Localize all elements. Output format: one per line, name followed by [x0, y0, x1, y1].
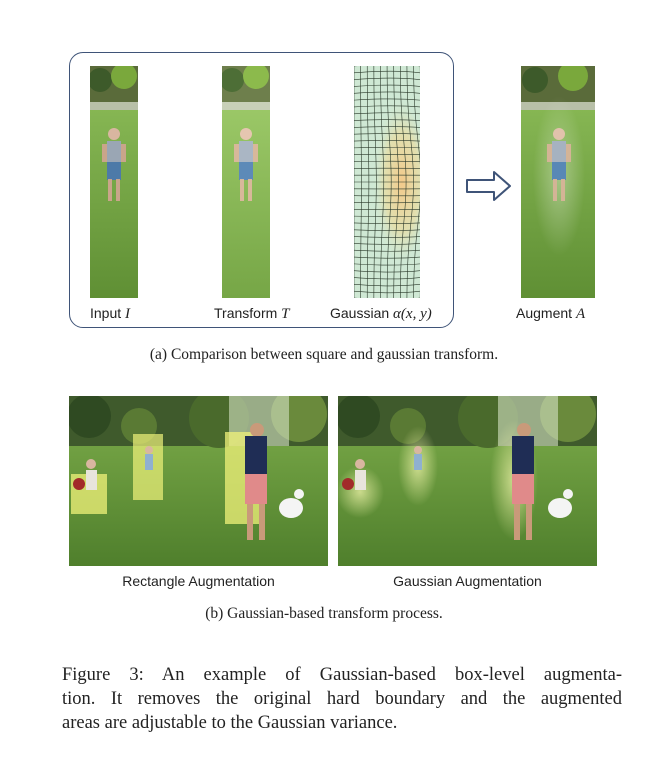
- figure-caption-line-3: areas are adjustable to the Gaussian var…: [62, 713, 398, 733]
- transform-group-frame: [69, 52, 454, 328]
- subcaption-b: (b) Gaussian-based transform process.: [205, 605, 443, 622]
- transform-label: Transform T: [214, 305, 290, 322]
- augment-label: Augment A: [516, 305, 586, 322]
- gaussian-augmentation-label: Gaussian Augmentation: [393, 573, 542, 589]
- rectangle-augmentation-label: Rectangle Augmentation: [122, 573, 275, 589]
- figure-caption-line-1: Figure 3: An example of Gaussian-based b…: [62, 665, 622, 685]
- augment-photo: [521, 66, 595, 298]
- input-label: Input I: [90, 305, 131, 322]
- gaussian-augmentation-photo: [338, 396, 597, 566]
- input-photo: [90, 66, 138, 298]
- figure-caption-line-2: tion. It removes the original hard bound…: [62, 689, 622, 709]
- right-arrow-icon: [466, 170, 512, 207]
- rectangle-augmentation-photo: [69, 396, 328, 566]
- gaussian-label: Gaussian α(x, y): [330, 305, 432, 322]
- subcaption-a: (a) Comparison between square and gaussi…: [149, 346, 499, 363]
- transform-photo: [222, 66, 270, 298]
- figure-caption: Figure 3: An example of Gaussian-based b…: [62, 663, 622, 735]
- gaussian-alpha-grid: [354, 66, 420, 298]
